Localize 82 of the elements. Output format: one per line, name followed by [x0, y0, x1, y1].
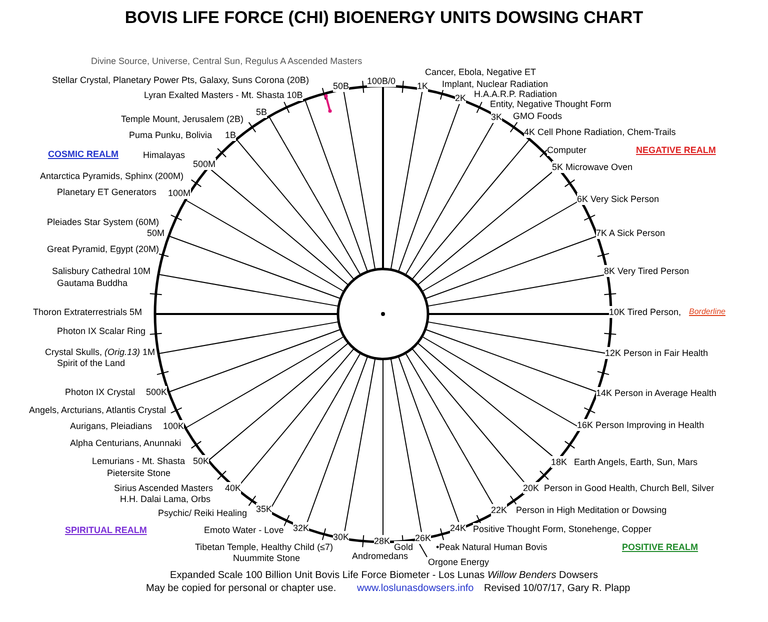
web-link: www.loslunasdowsers.info	[357, 583, 474, 595]
realm-heading: NEGATIVE REALM	[636, 144, 716, 156]
scale-label: Emoto Water - Love	[204, 524, 284, 536]
scale-label: Person in High Meditation or Dowsing	[516, 504, 667, 516]
scale-label: 1B	[225, 129, 236, 141]
scale-label: Planetary ET Generators	[57, 186, 156, 198]
scale-label: Salisbury Cathedral 10M	[52, 265, 151, 277]
scale-label: GMO Foods	[513, 110, 562, 122]
realm-heading: POSITIVE REALM	[622, 541, 698, 553]
scale-label: •Peak Natural Human Bovis	[436, 541, 548, 553]
scale-label: Thoron Extraterrestrials 5M	[33, 306, 142, 318]
note-text: Borderline	[689, 306, 726, 318]
scale-label: 26K	[415, 532, 432, 544]
scale-label: Earth Angels, Earth, Sun, Mars	[574, 456, 698, 468]
scale-label: Sirius Ascended Masters	[114, 482, 214, 494]
scale-label: 500M	[193, 158, 216, 170]
scale-label: Spirit of the Land	[57, 357, 126, 369]
scale-label: 2K	[455, 92, 466, 104]
scale-label: Tibetan Temple, Healthy Child (≤7)	[195, 541, 334, 553]
scale-label: 24K	[450, 522, 466, 534]
scale-label: 40K	[225, 482, 242, 494]
scale-label: Alpha Centurians, Anunnaki	[70, 437, 182, 449]
scale-label: Photon IX Scalar Ring	[57, 325, 146, 337]
scale-label: Orgone Energy	[428, 556, 490, 568]
scale-label: Gautama Buddha	[57, 277, 128, 289]
scale-label: 3K	[491, 111, 502, 123]
scale-label: Nuummite Stone	[233, 552, 300, 564]
scale-label: 10K Tired Person,	[609, 306, 682, 318]
realm-heading: SPIRITUAL REALM	[65, 524, 147, 536]
chart-title: BOVIS LIFE FORCE (CHI) BIOENERGY UNITS DOWSING CHART	[124, 7, 644, 29]
scale-label: 20K	[523, 482, 540, 494]
scale-label: Temple Mount, Jerusalem (2B)	[121, 113, 244, 125]
scale-label: Pleiades Star System (60M)	[47, 216, 160, 228]
scale-label: Computer	[547, 144, 587, 156]
scale-label: Divine Source, Universe, Central Sun, Regulus A Ascended Masters	[91, 55, 362, 67]
scale-label: 30K	[333, 531, 350, 543]
scale-label: 28K	[374, 535, 390, 547]
scale-label: Psychic/ Reiki Healing	[158, 507, 248, 519]
scale-label: Pietersite Stone	[107, 467, 171, 479]
scale-label: 16K Person Improving in Health	[577, 419, 704, 431]
scale-label: 50B	[333, 80, 350, 92]
footer-note: Revised 10/07/17, Gary R. Plapp	[484, 583, 630, 595]
scale-label: 12K Person in Fair Health	[605, 347, 708, 359]
scale-label: 5B	[256, 106, 268, 118]
scale-label: Angels, Arcturians, Atlantis Crystal	[29, 404, 166, 416]
scale-label: 8K Very Tired Person	[604, 265, 690, 277]
scale-label: Lyran Exalted Masters - Mt. Shasta 10B	[144, 89, 303, 101]
scale-label: 100B/0	[367, 75, 396, 87]
scale-label: Puma Punku, Bolivia	[129, 129, 212, 141]
scale-label: Photon IX Crystal	[65, 386, 136, 398]
scale-label: Andromedans	[352, 550, 408, 562]
scale-label: 7K A Sick Person	[596, 227, 666, 239]
footer-note: May be copied for personal or chapter use.	[146, 583, 336, 595]
scale-label: Great Pyramid, Egypt (20M)	[47, 243, 160, 255]
scale-label: 50M	[147, 227, 165, 239]
scale-label: 18K	[551, 456, 568, 468]
scale-label: Entity, Negative Thought Form	[490, 98, 612, 110]
scale-label: 4K Cell Phone Radiation, Chem-Trails	[524, 126, 676, 138]
scale-label: 100M	[168, 187, 191, 199]
scale-label: 14K Person in Average Health	[596, 387, 716, 399]
scale-label: 100K	[163, 420, 184, 432]
scale-label: 1K	[417, 80, 428, 92]
leader-line	[418, 542, 428, 558]
scale-label: Positive Thought Form, Stonehenge, Copper	[473, 523, 652, 535]
scale-label: Stellar Crystal, Planetary Power Pts, Galaxy, Suns Corona (20B)	[52, 74, 309, 86]
scale-label: Antarctica Pyramids, Sphinx (200M)	[40, 170, 184, 182]
scale-label: 22K	[491, 504, 508, 516]
scale-label: 32K	[293, 522, 310, 534]
scale-label: Cancer, Ebola, Negative ET	[425, 66, 536, 78]
realm-heading: COSMIC REALM	[48, 148, 118, 160]
scale-label: Person in Good Health, Church Bell, Silver	[544, 482, 714, 494]
scale-label: Aurigans, Pleiadians	[70, 420, 152, 432]
scale-label: Crystal Skulls, (Orig.13) 1M	[45, 346, 156, 358]
scale-label: H.H. Dalai Lama, Orbs	[120, 493, 211, 505]
caption: Expanded Scale 100 Billion Unit Bovis Life Force Biometer - Los Lunas Willow Benders Dowsers	[169, 570, 599, 582]
scale-label: 35K	[256, 503, 272, 515]
scale-label: 50K	[193, 455, 210, 467]
scale-label: Lemurians - Mt. Shasta	[92, 455, 186, 467]
scale-label: 5K Microwave Oven	[552, 161, 633, 173]
scale-label: 500K	[146, 386, 168, 398]
scale-label: 6K Very Sick Person	[577, 193, 660, 205]
scale-label: Himalayas	[143, 149, 186, 161]
